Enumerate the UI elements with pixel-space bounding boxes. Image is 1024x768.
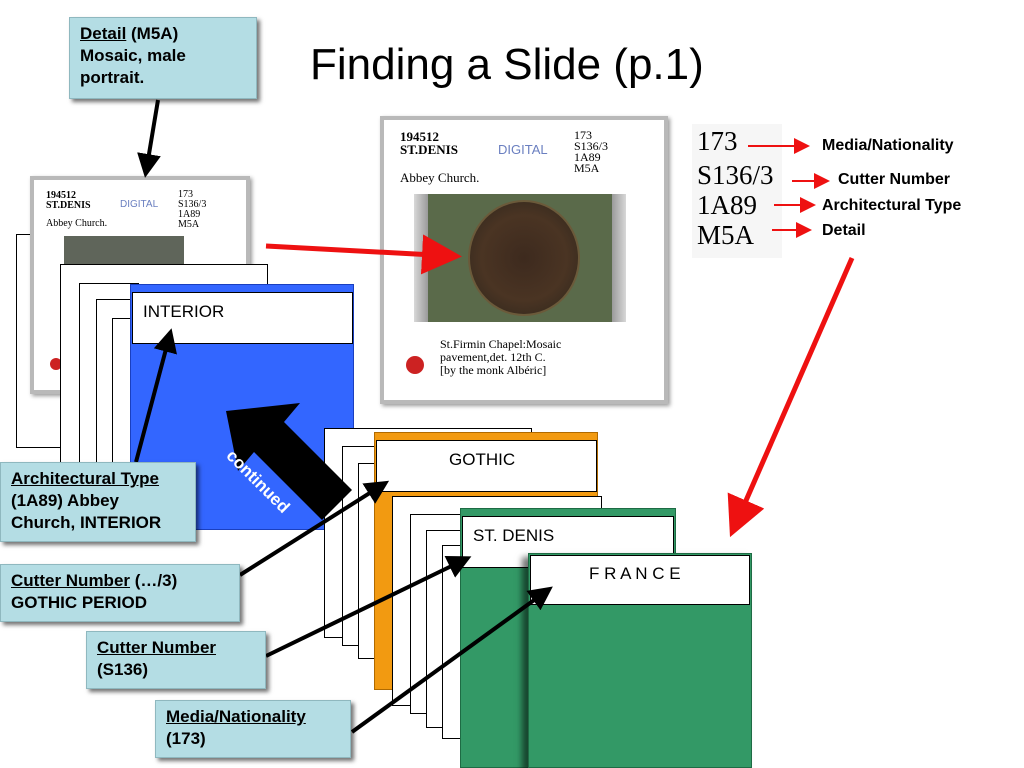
callout-cutter1-rest: (…/3) (130, 571, 178, 590)
callout-arch-line3: Church, INTERIOR (11, 513, 162, 532)
large-slide-accession: 194512 (400, 129, 439, 144)
caption-line-2: pavement,det. 12th C. (440, 350, 546, 364)
caption-line-3: [by the monk Albéric] (440, 363, 547, 377)
callout-cutter-stdenis: Cutter Number (S136) (86, 631, 266, 689)
small-slide-code-4: M5A (178, 219, 200, 230)
callout-media-term: Media/Nationality (166, 707, 306, 726)
gothic-card-label: GOTHIC (376, 440, 597, 492)
large-slide-building: Abbey Church. (400, 170, 480, 185)
arrow-media (350, 586, 553, 734)
large-slide-code-1: 173 (574, 128, 592, 142)
callout-media-line2: (173) (166, 729, 206, 748)
small-slide-red-dot (50, 358, 62, 370)
small-slide-code-2: S136/3 (178, 199, 207, 210)
legend-label-detail: Detail (822, 222, 866, 239)
large-slide-red-dot (406, 356, 424, 374)
gothic-label-text: GOTHIC (449, 450, 516, 469)
france-label-text: F R A N C E (589, 564, 681, 583)
callout-detail-term: Detail (80, 24, 127, 43)
small-slide-digital: DIGITAL (120, 199, 159, 210)
large-slide-codes: 173 S136/3 1A89 M5A (574, 128, 609, 175)
arrow-cutter-gothic (238, 480, 390, 577)
stdenis-label-text: ST. DENIS (473, 526, 555, 545)
interior-label-text: INTERIOR (143, 302, 225, 321)
large-slide-code-3: 1A89 (574, 150, 601, 164)
mosaic-medallion (468, 200, 580, 316)
small-slide-building: Abbey Church. (46, 218, 108, 229)
caption-line-1: St.Firmin Chapel:Mosaic (440, 337, 562, 351)
continued-arrow (226, 403, 352, 520)
callout-cutter1-term: Cutter Number (11, 571, 131, 590)
red-arrow-to-slide (265, 234, 462, 275)
callout-architectural-type: Architectural Type (1A89) Abbey Church, … (0, 462, 196, 542)
large-slide-caption: St.Firmin Chapel:Mosaic pavement,det. 12… (440, 338, 561, 377)
interior-card-label: INTERIOR (132, 292, 353, 344)
legend-label-cutter: Cutter Number (838, 171, 951, 188)
callout-cutter2-line2: (S136) (97, 660, 149, 679)
legend-label-media: Media/Nationality (822, 137, 954, 154)
callout-arch-term: Architectural Type (11, 469, 160, 488)
large-slide-code-2: S136/3 (574, 139, 609, 153)
legend-label-arch: Architectural Type (822, 197, 962, 214)
small-slide-accession: 194512 (46, 190, 76, 201)
callout-detail-line2: Mosaic, male (80, 46, 186, 65)
legend-code-media: 173 (697, 126, 738, 156)
page-title: Finding a Slide (p.1) (310, 40, 704, 89)
small-slide-code-3: 1A89 (178, 209, 201, 220)
red-arrow-to-france (727, 256, 855, 538)
large-slide-digital: DIGITAL (498, 142, 548, 157)
large-slide-code-4: M5A (574, 161, 600, 175)
callout-media-nationality: Media/Nationality (173) (155, 700, 351, 758)
callout-detail-rest: (M5A) (126, 24, 179, 43)
arrow-detail (137, 99, 161, 178)
callout-detail-line3: portrait. (80, 68, 145, 87)
callout-detail: Detail (M5A) Mosaic, male portrait. (69, 17, 257, 99)
france-card-label: F R A N C E (530, 555, 750, 605)
small-slide-codes: 173 S136/3 1A89 M5A (178, 190, 206, 230)
callout-arch-line2: (1A89) Abbey (11, 491, 120, 510)
callout-cutter-gothic: Cutter Number (…/3) GOTHIC PERIOD (0, 564, 240, 622)
arrow-arch (134, 328, 177, 463)
arrow-cutter-stdenis (265, 556, 472, 658)
small-slide-code-1: 173 (178, 189, 193, 200)
legend-code-arch: 1A89 (697, 190, 757, 220)
callout-cutter1-line2: GOTHIC PERIOD (11, 593, 148, 612)
legend-code-detail: M5A (697, 220, 755, 250)
large-slide-site: ST.DENIS (400, 142, 458, 157)
callout-cutter2-term: Cutter Number (97, 638, 217, 657)
small-slide-site: ST.DENIS (46, 200, 91, 211)
legend-code-cutter: S136/3 (697, 160, 774, 190)
